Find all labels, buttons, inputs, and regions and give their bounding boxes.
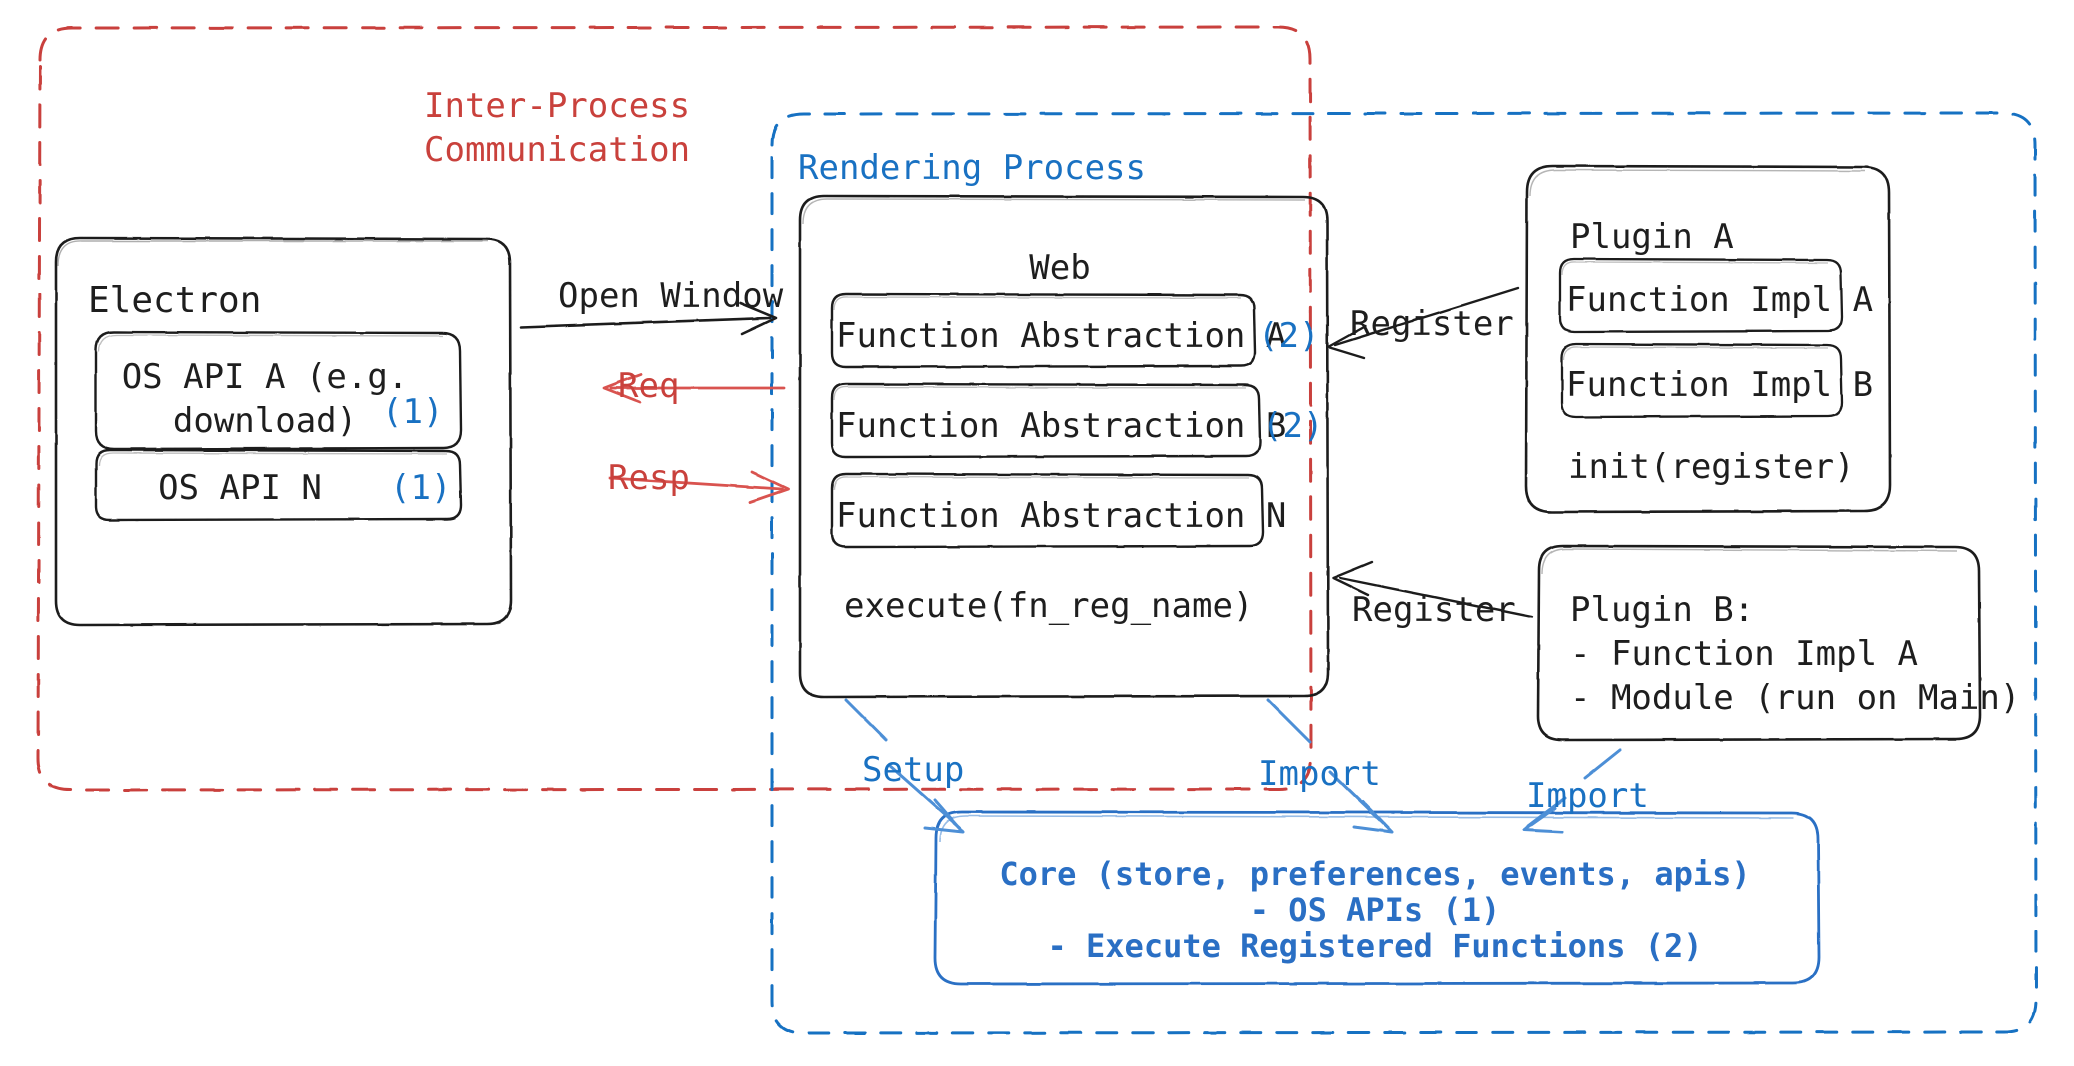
os-api-n-label[interactable]: OS API N xyxy=(158,468,322,508)
rendering-region-label: Rendering Process xyxy=(798,148,1146,188)
core-line-1: - OS APIs (1) xyxy=(1249,891,1501,929)
arrow-setup-label: Setup xyxy=(862,750,965,790)
os-api-a-label[interactable]: OS API A (e.g. download) xyxy=(121,357,409,442)
arrow-import-right-label: Import xyxy=(1526,776,1649,816)
arrow-register-b-label: Register xyxy=(1352,590,1516,630)
plugin-b-line-1: - Function Impl A xyxy=(1570,634,1918,674)
os-api-a-marker: (1) xyxy=(382,392,444,432)
plugin-b-line-2: - Module (run on Main) xyxy=(1570,678,2021,718)
ipc-region-label: Inter-Process Communication xyxy=(424,86,691,171)
arrow-open-window-label: Open Window xyxy=(558,276,784,316)
plugin-a-init-label: init(register) xyxy=(1568,447,1855,487)
web-title: Web xyxy=(1029,248,1091,288)
plugin-a-title: Plugin A xyxy=(1570,217,1734,257)
core-line-2: - Execute Registered Functions (2) xyxy=(1047,927,1703,965)
plugin-a-item-0[interactable]: Function Impl A xyxy=(1566,280,1874,320)
function-abstraction-a-marker: (2) xyxy=(1258,316,1320,356)
function-abstraction-a-label[interactable]: Function Abstraction A xyxy=(836,316,1287,356)
function-abstraction-n-label[interactable]: Function Abstraction N xyxy=(836,496,1287,536)
arrow-register-a-label: Register xyxy=(1350,304,1514,344)
arrow-import-left-label: Import xyxy=(1258,754,1381,794)
arrow-req-label: Req xyxy=(618,366,680,406)
os-api-n-marker: (1) xyxy=(390,468,452,508)
core-line-0: Core (store, preferences, events, apis) xyxy=(999,855,1751,893)
web-execute-label: execute(fn_reg_name) xyxy=(844,586,1254,626)
plugin-a-item-1[interactable]: Function Impl B xyxy=(1566,365,1874,405)
function-abstraction-b-label[interactable]: Function Abstraction B xyxy=(836,406,1287,446)
function-abstraction-b-marker: (2) xyxy=(1262,406,1324,446)
plugin-b-line-0: Plugin B: xyxy=(1570,590,1755,630)
arrow-resp-label: Resp xyxy=(608,458,690,498)
electron-title: Electron xyxy=(88,280,262,321)
